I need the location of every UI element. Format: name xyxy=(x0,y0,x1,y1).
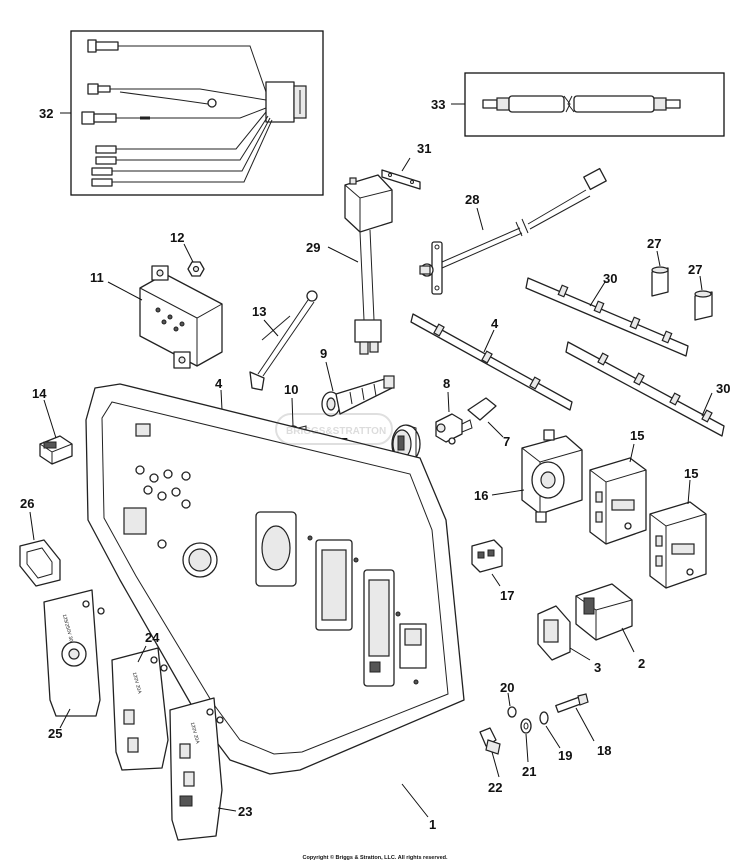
callout-8: 8 xyxy=(443,376,450,391)
part-27b xyxy=(694,290,713,321)
part-8 xyxy=(435,413,473,445)
copyright-notice: Copyright © Briggs & Stratton, LLC. All … xyxy=(302,855,448,861)
part-16 xyxy=(521,429,583,523)
callout-23: 23 xyxy=(238,804,252,819)
part-14 xyxy=(39,435,73,465)
callout-30b: 30 xyxy=(716,381,730,396)
part-23: 120V 20A xyxy=(169,697,224,841)
part-1-panel: BRIGGS&STRATTON xyxy=(85,383,465,775)
part-2 xyxy=(575,583,633,641)
part-3 xyxy=(537,605,571,661)
watermark: BRIGGS&STRATTON xyxy=(275,413,393,445)
callout-4c: 4 xyxy=(491,316,499,331)
callout-17: 17 xyxy=(500,588,514,603)
callout-3: 3 xyxy=(594,660,601,675)
part-28 xyxy=(419,167,607,295)
callout-31: 31 xyxy=(417,141,431,156)
callout-24: 24 xyxy=(145,630,160,645)
part-27a xyxy=(651,266,669,297)
part-24: 120V 20A xyxy=(111,647,169,771)
part-25: 125/250V 30A xyxy=(43,589,105,717)
part-31 xyxy=(381,169,421,190)
part-9 xyxy=(321,375,395,417)
callout-32: 32 xyxy=(39,106,53,121)
svg-text:120V 20A: 120V 20A xyxy=(189,722,201,745)
part-15b xyxy=(649,501,707,589)
callout-26: 26 xyxy=(20,496,34,511)
part-4-rail xyxy=(410,313,573,411)
callout-15a: 15 xyxy=(630,428,644,443)
callout-1: 1 xyxy=(429,817,436,832)
callout-25: 25 xyxy=(48,726,62,741)
callout-13: 13 xyxy=(252,304,266,319)
callout-4a: 4 xyxy=(215,376,223,391)
part-22 xyxy=(479,727,501,755)
part-29 xyxy=(344,174,393,355)
svg-text:BRIGGS&STRATTON: BRIGGS&STRATTON xyxy=(286,426,386,437)
part-21 xyxy=(520,718,532,734)
part-26 xyxy=(19,539,61,587)
svg-text:120V 20A: 120V 20A xyxy=(131,672,143,695)
callout-29: 29 xyxy=(306,240,320,255)
part-12 xyxy=(187,261,205,277)
wiring-harness-inset xyxy=(70,30,324,196)
extension-wire-inset xyxy=(464,72,725,137)
part-11 xyxy=(139,265,223,369)
callout-2: 2 xyxy=(638,656,645,671)
callout-30a: 30 xyxy=(603,271,617,286)
part-30b xyxy=(565,341,725,437)
callout-33: 33 xyxy=(431,97,445,112)
callout-7: 7 xyxy=(503,434,510,449)
part-30a xyxy=(525,277,689,357)
callout-27b: 27 xyxy=(688,262,702,277)
callout-14: 14 xyxy=(32,386,47,401)
part-18 xyxy=(555,693,589,713)
callout-18: 18 xyxy=(597,743,611,758)
callout-16: 16 xyxy=(474,488,488,503)
part-7 xyxy=(467,397,497,421)
callout-22: 22 xyxy=(488,780,502,795)
part-13 xyxy=(249,290,318,391)
part-19 xyxy=(539,711,549,725)
callout-28: 28 xyxy=(465,192,479,207)
part-20 xyxy=(507,706,517,718)
callout-27a: 27 xyxy=(647,236,661,251)
callout-11: 11 xyxy=(90,270,104,285)
callout-15b: 15 xyxy=(684,466,698,481)
callout-10: 10 xyxy=(284,382,298,397)
callout-19: 19 xyxy=(558,748,572,763)
part-15a xyxy=(589,457,647,545)
callout-20: 20 xyxy=(500,680,514,695)
callout-12: 12 xyxy=(170,230,184,245)
callout-9: 9 xyxy=(320,346,327,361)
part-17 xyxy=(471,539,503,573)
callout-21: 21 xyxy=(522,764,536,779)
